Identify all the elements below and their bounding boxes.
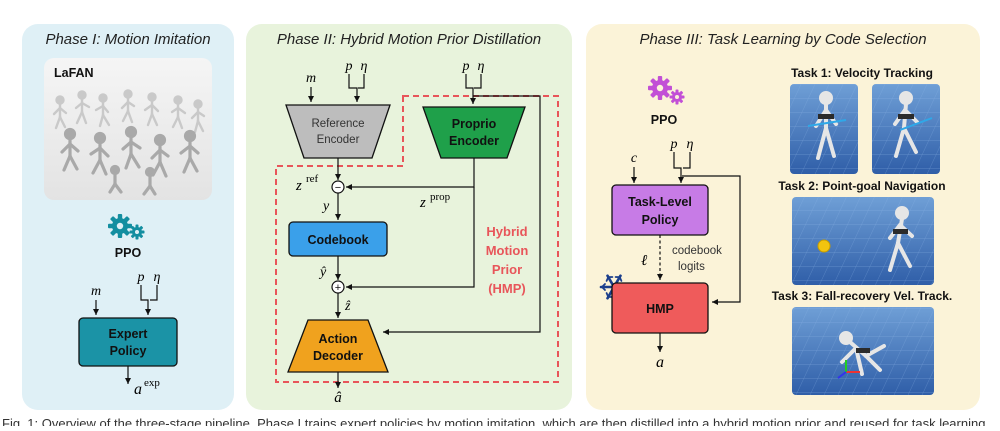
lafan-image: LaFAN: [44, 58, 212, 200]
task1-image-b: [872, 84, 940, 174]
zprop-z: z: [419, 195, 426, 211]
phase3-input-p: p: [670, 137, 678, 152]
phase1-input-eta: η: [154, 270, 161, 285]
proprio-encoder-box: [422, 106, 526, 159]
zref-sup: ref: [306, 173, 319, 185]
phase2-panel: Phase II: Hybrid Motion Prior Distillati…: [246, 24, 572, 410]
phase2-title: Phase II: Hybrid Motion Prior Distillati…: [277, 31, 541, 48]
ppo-gear-icon: [108, 214, 145, 240]
proprio-encoder-label-1: Proprio: [452, 117, 497, 131]
hmp-text-2: Motion: [486, 243, 529, 258]
phase3-panel: Phase III: Task Learning by Code Selecti…: [586, 24, 980, 410]
phase1-output-a: a: [134, 381, 142, 398]
minus-sign: −: [335, 182, 341, 194]
ppo-gear-icon-purple: [648, 76, 685, 105]
phase3-arrow-p: [673, 152, 684, 183]
phase2-arrow-prop-eta: [474, 74, 482, 89]
plus-sign: +: [335, 282, 341, 294]
expert-policy-label-2: Policy: [110, 344, 147, 358]
output-ahat: â: [334, 390, 342, 406]
expert-policy-box: [78, 317, 178, 367]
ell-label: ℓ: [641, 253, 647, 269]
reference-encoder-label-1: Reference: [311, 118, 364, 130]
robot-crowd-figures-front: [60, 125, 200, 196]
phase2-prop-input-eta: η: [478, 59, 485, 74]
phase3-input-c: c: [631, 151, 638, 166]
task-policy-label-1: Task-Level: [628, 195, 692, 209]
phase2-arrow-ref-eta: [358, 74, 365, 89]
phase2-prop-input-p: p: [462, 59, 470, 74]
phase3-arrow-bypass: [682, 175, 741, 305]
phase3-ppo-label: PPO: [651, 113, 678, 127]
reference-encoder-box: [285, 104, 391, 159]
action-decoder-label-1: Action: [319, 332, 358, 346]
phase3-title: Phase III: Task Learning by Code Selecti…: [639, 31, 926, 48]
hmp-box-label: HMP: [646, 302, 674, 316]
arrow-zprop-to-plus: [346, 187, 475, 290]
action-decoder-label-2: Decoder: [313, 349, 363, 363]
phase2-background: [246, 24, 572, 410]
lafan-label: LaFAN: [54, 66, 94, 80]
task3-label: Task 3: Fall-recovery Vel. Track.: [772, 289, 953, 303]
y-label: y: [321, 199, 330, 214]
task-policy-label-2: Policy: [642, 213, 679, 227]
zhat-label: ẑ: [344, 299, 351, 314]
task1-image-a: [790, 84, 858, 174]
zref-z: z: [295, 178, 302, 194]
action-decoder-box: [287, 319, 389, 373]
phase1-arrow-eta: [150, 285, 158, 301]
task2-image: [792, 197, 934, 285]
task2-label: Task 2: Point-goal Navigation: [778, 179, 945, 193]
expert-policy-label-1: Expert: [109, 327, 149, 341]
phase1-input-p: p: [137, 270, 145, 285]
hmp-text-1: Hybrid: [486, 224, 527, 239]
zprop-sup: prop: [430, 191, 451, 203]
phase3-arrow-eta: [683, 152, 691, 169]
hmp-text-3: Prior: [492, 262, 522, 277]
phase2-arrow-ref-p: [348, 74, 360, 102]
arrow-prop-to-decoder: [383, 95, 541, 335]
phase1-panel: Phase I: Motion Imitation LaFAN: [22, 24, 234, 410]
yhat-label: ŷ: [318, 265, 327, 280]
phase3-output-a: a: [656, 354, 664, 371]
task-policy-box: [611, 184, 709, 236]
phase1-output-sup: exp: [144, 377, 160, 389]
phase3-input-eta: η: [687, 137, 694, 152]
robot-crowd-figures: [52, 89, 206, 134]
reference-encoder-label-2: Encoder: [317, 134, 360, 146]
phase1-input-m: m: [91, 284, 101, 299]
proprio-encoder-label-2: Encoder: [449, 134, 499, 148]
phase2-ref-input-eta: η: [361, 59, 368, 74]
hmp-dashed-region: [275, 95, 559, 383]
phase1-title: Phase I: Motion Imitation: [45, 31, 210, 48]
figure-caption-fragment: Fig. 1: Overview of the three-stage pipe…: [2, 416, 989, 426]
logits-label-2: logits: [678, 261, 705, 273]
phase1-ppo-label: PPO: [115, 246, 142, 260]
logits-label-1: codebook: [672, 245, 722, 257]
hmp-text-4: (HMP): [488, 281, 526, 296]
task1-label: Task 1: Velocity Tracking: [791, 66, 933, 80]
phase2-ref-input-p: p: [345, 59, 353, 74]
phase2-input-m: m: [306, 71, 316, 86]
phase1-arrow-p: [140, 285, 151, 315]
task3-image: [792, 307, 934, 395]
codebook-label: Codebook: [307, 233, 368, 247]
